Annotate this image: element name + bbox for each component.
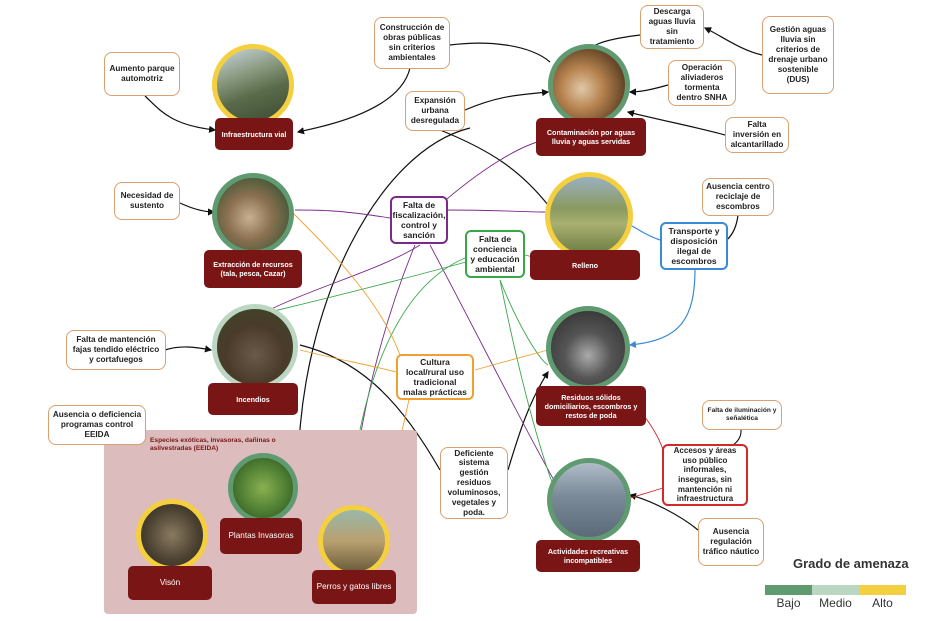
photo-vison [136,499,208,571]
link-construccion-contam [449,42,551,63]
photo-plantas [228,453,298,523]
cause-expansion: Expansión urbana desregulada [405,91,465,131]
hub-conciencia: Falta de conciencia y educación ambienta… [465,230,525,278]
link-construccion-infra [296,67,411,135]
legend-label-medio: Medio [819,596,852,610]
cause-deficiente: Deficiente sistema gestión residuos volu… [440,447,508,519]
photo-infraestructura [212,44,294,126]
legend-bar-bajo [765,585,812,595]
legend-label-alto: Alto [872,596,893,610]
threat-vison: Visón [128,566,212,600]
cause-falta-iluminacion: Falta de iluminación y señalética [702,400,782,430]
photo-extraccion [212,173,294,255]
link-incendios-deficiente [299,344,441,471]
cause-falta-inversion: Falta inversión en alcantarillado [725,117,789,153]
link-contam-plantas [297,127,471,471]
photo-incendios [212,304,298,390]
cause-gestion-dus: Gestión aguas lluvia sin criterios de dr… [762,16,834,94]
link-falta-inv-contam [626,109,726,136]
hub-accesos: Accesos y áreas uso público informales, … [662,444,748,506]
link-aumento-infra [144,95,217,133]
threat-residuos: Residuos sólidos domiciliarios, escombro… [536,386,646,426]
photo-contaminacion [548,44,630,126]
threat-relleno: Relleno [530,250,640,280]
threat-perros: Perros y gatos libres [312,570,396,604]
threat-extraccion: Extracción de recursos (tala, pesca, Caz… [204,250,302,288]
legend-label-bajo: Bajo [776,596,801,610]
link-operacion-contam [628,84,669,96]
cause-ausencia-regulacion: Ausencia regulación tráfico náutico [698,518,764,566]
link-deficiente-residuos [507,370,549,471]
link-expansion-relleno [439,129,549,206]
photo-residuos [546,306,630,390]
threat-incendios: Incendios [208,383,298,415]
photo-relleno [545,172,633,260]
threat-plantas: Plantas Invasoras [220,518,302,554]
cause-falta-mantencion: Falta de mantención fajas tendido eléctr… [66,330,166,370]
legend-title: Grado de amenaza [793,556,909,571]
link-dus-descarga [703,27,763,56]
legend-bar-alto [859,585,906,595]
link-mantencion-incendios [164,345,213,353]
hub-cultura: Cultura local/rural uso tradicional mala… [396,354,474,400]
cause-necesidad: Necesidad de sustento [114,182,180,220]
threat-infraestructura: Infraestructura vial [215,118,293,150]
link-expansion-contam [464,89,550,111]
threat-actividades: Actividades recreativas incompatibles [536,540,640,572]
hub-fiscalizacion: Falta de fiscalización, control y sanció… [390,196,448,244]
legend-bar-medio [812,585,859,595]
cause-construccion: Construcción de obras públicas sin crite… [374,17,450,69]
cause-descarga: Descarga aguas lluvia sin tratamiento [640,5,704,49]
hub-transporte: Transporte y disposición ilegal de escom… [660,222,728,270]
photo-perros [318,505,390,577]
eeida-label: Especies exóticas, invasoras, dañinas o … [150,437,276,453]
cause-aumento-parque: Aumento parque automotriz [104,52,180,96]
cause-operacion: Operación aliviaderos tormenta dentro SN… [668,60,736,106]
cause-ausencia-eeida: Ausencia o deficiencia programas control… [48,405,146,445]
link-necesidad-extrac [179,202,216,216]
photo-actividades [547,458,631,542]
threat-contaminacion: Contaminación por aguas lluvia y aguas s… [536,118,646,156]
cause-ausencia-centro: Ausencia centro reciclaje de escombros [702,178,774,216]
